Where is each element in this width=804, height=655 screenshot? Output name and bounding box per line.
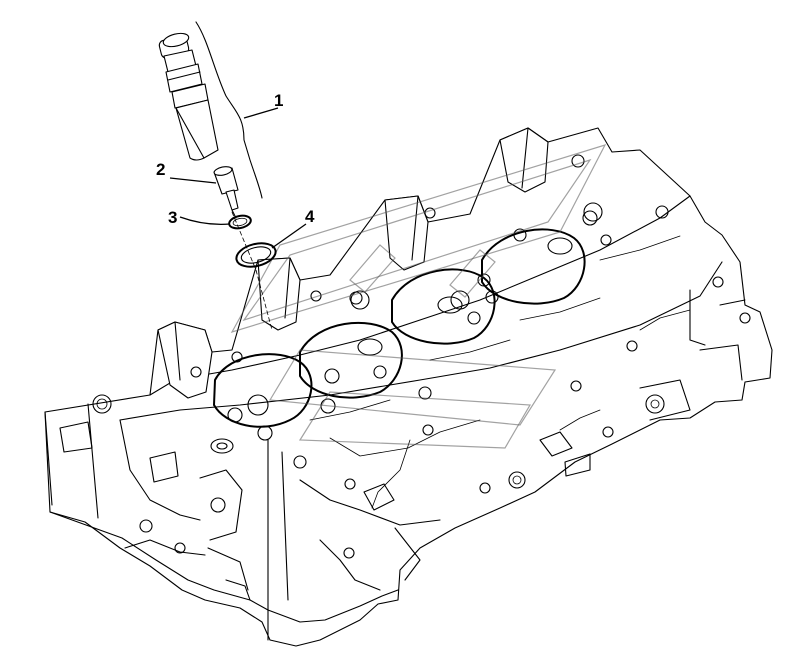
leader-line-2 xyxy=(169,177,217,184)
assembly-axis xyxy=(231,211,273,331)
watermark-logo xyxy=(230,144,607,449)
injector-lead xyxy=(195,21,263,199)
cylinder-4-ports xyxy=(481,210,612,305)
part-1-injector xyxy=(158,32,219,161)
part-3-small-o-ring xyxy=(228,214,252,230)
callout-4-label: 4 xyxy=(305,207,315,226)
cylinder-3-ports xyxy=(391,268,499,400)
callout-3-label: 3 xyxy=(168,208,177,227)
part-4-large-o-ring xyxy=(235,242,277,268)
leader-line-3 xyxy=(179,216,231,225)
leader-line-4 xyxy=(271,223,307,249)
cylinder-1-ports xyxy=(210,353,313,454)
callout-2-label: 2 xyxy=(156,160,165,179)
callout-1-label: 1 xyxy=(274,91,283,110)
leader-line-1 xyxy=(243,107,279,119)
part-2-nozzle xyxy=(213,166,239,219)
